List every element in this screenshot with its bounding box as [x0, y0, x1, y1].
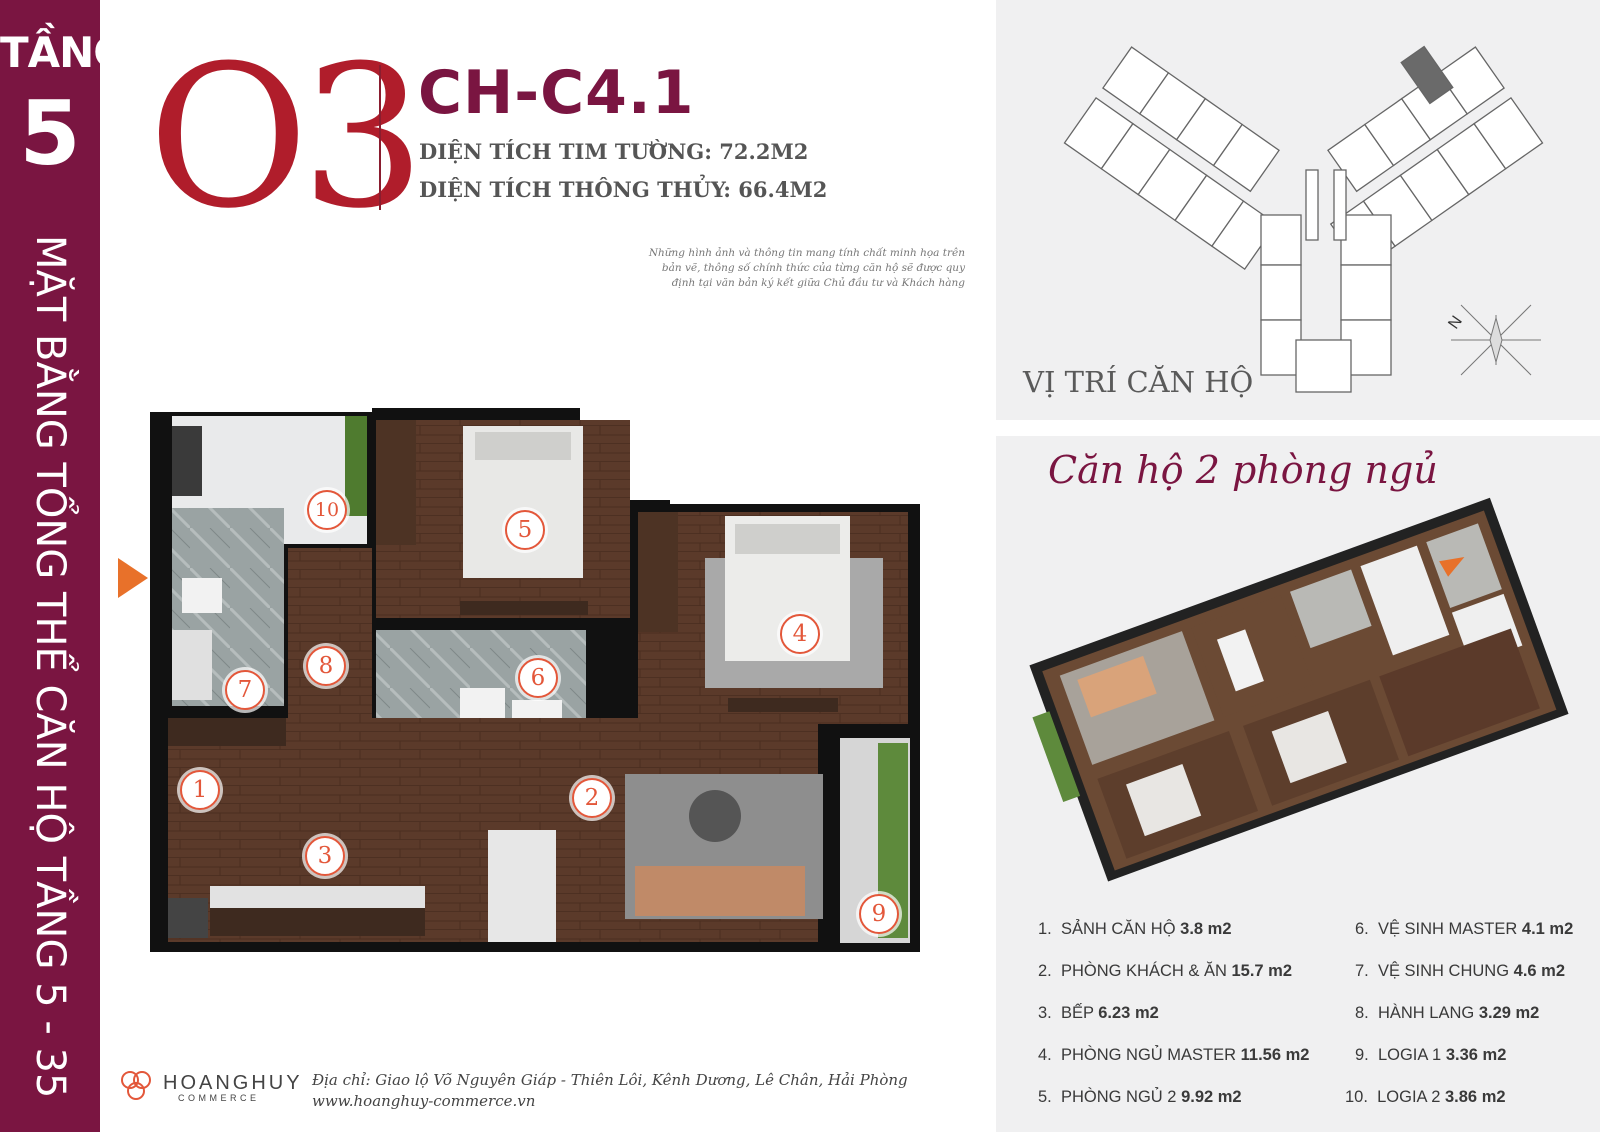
company-name: HOANGHUY — [163, 1072, 303, 1094]
floor-plan: 1 2 3 4 5 6 7 8 9 10 — [150, 408, 940, 982]
disclaimer-line: định tại văn bản ký kết giữa Chủ đầu tư … — [671, 277, 965, 290]
legend-item: 1. SẢNH CĂN HỘ 3.8 m2 — [1038, 920, 1232, 938]
apartment-type-title: Căn hộ 2 phòng ngủ — [1048, 448, 1438, 492]
room-marker-5: 5 — [505, 510, 545, 550]
legend-item: 3. BẾP 6.23 m2 — [1038, 1004, 1159, 1022]
legend-item: 6. VỆ SINH MASTER 4.1 m2 — [1355, 920, 1574, 938]
legend-item: 9. LOGIA 1 3.36 m2 — [1355, 1046, 1507, 1064]
legend-item: 10. LOGIA 2 3.86 m2 — [1345, 1088, 1506, 1106]
floor-number: 5 — [19, 82, 81, 185]
room-marker-2: 2 — [572, 778, 612, 818]
legend-item: 4. PHÒNG NGỦ MASTER 11.56 m2 — [1038, 1046, 1310, 1064]
company-website[interactable]: www.hoanghuy-commerce.vn — [312, 1092, 536, 1110]
disclaimer-line: Những hình ảnh và thông tin mang tính ch… — [648, 247, 965, 259]
room-marker-1: 1 — [180, 770, 220, 810]
unit-code: CH-C4.1 — [418, 58, 695, 128]
floor-word: TẦNG — [0, 28, 128, 77]
legend-item: 7. VỆ SINH CHUNG 4.6 m2 — [1355, 962, 1566, 980]
location-label: VỊ TRÍ CĂN HỘ — [1023, 365, 1254, 399]
vertical-page-title: MẶT BẰNG TỔNG THỂ CĂN HỘ TẦNG 5 - 35 — [27, 235, 73, 1099]
room-marker-6: 6 — [518, 658, 558, 698]
room-marker-4: 4 — [780, 614, 820, 654]
legend-item: 2. PHÒNG KHÁCH & ĂN 15.7 m2 — [1038, 962, 1293, 980]
room-marker-7: 7 — [225, 670, 265, 710]
header-divider — [379, 65, 381, 210]
location-panel: N — [996, 0, 1600, 420]
area-clear: DIỆN TÍCH THÔNG THỦY: 66.4M2 — [419, 177, 828, 202]
legend-item: 8. HÀNH LANG 3.29 m2 — [1355, 1004, 1540, 1022]
company-subtitle: COMMERCE — [178, 1093, 260, 1103]
company-logo-icon — [121, 1071, 151, 1100]
room-marker-8: 8 — [306, 646, 346, 686]
room-marker-9: 9 — [859, 894, 899, 934]
company-address: Địa chỉ: Giao lộ Võ Nguyên Giáp - Thiên … — [312, 1071, 908, 1089]
apartment-panel — [996, 436, 1600, 1132]
compass-north-label: N — [1445, 313, 1466, 332]
room-marker-3: 3 — [305, 836, 345, 876]
side-band: TẦNG 5 MẶT BẰNG TỔNG THỂ CĂN HỘ TẦNG 5 -… — [0, 0, 128, 1132]
apartment-3d-view — [1029, 497, 1569, 882]
unit-number: O3 — [148, 24, 425, 252]
disclaimer-line: bản vẽ, thông số chính thức của từng căn… — [661, 262, 965, 275]
room-marker-10: 10 — [307, 490, 347, 530]
area-wall: DIỆN TÍCH TIM TƯỜNG: 72.2M2 — [419, 139, 809, 164]
legend-item: 5. PHÒNG NGỦ 2 9.92 m2 — [1038, 1088, 1242, 1106]
entrance-arrow — [118, 558, 148, 598]
disclaimer: Những hình ảnh và thông tin mang tính ch… — [640, 246, 965, 292]
building-key-plan: N — [1063, 45, 1544, 393]
